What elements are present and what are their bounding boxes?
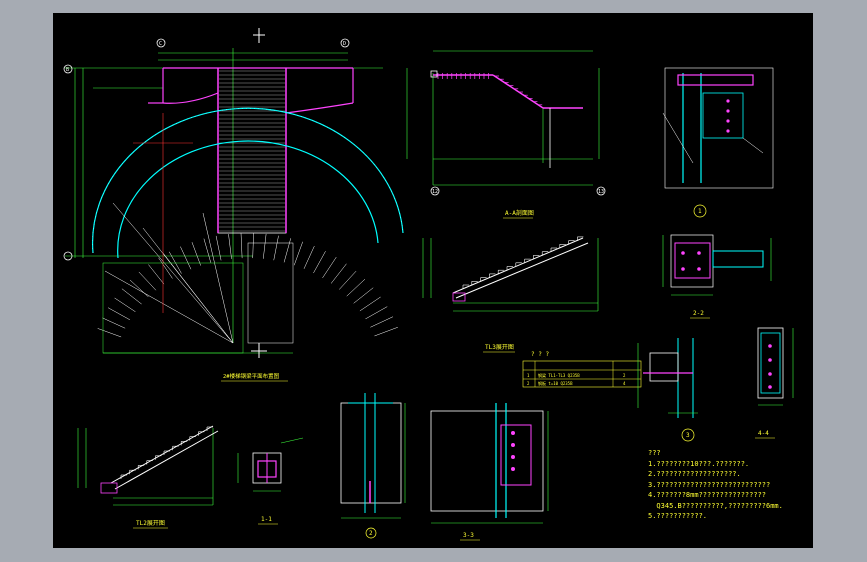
section-4-4: 4-4 bbox=[755, 327, 794, 439]
tl2-title: TL2展开图 bbox=[136, 520, 165, 527]
axis-bubble-d: D bbox=[343, 41, 346, 47]
detail-2-label: 2 bbox=[369, 530, 373, 537]
section-3-3: 3-3 bbox=[430, 403, 549, 541]
table-row-2-desc: 钢板 t=10 Q235B bbox=[538, 380, 573, 386]
detail-3: 3 bbox=[637, 338, 698, 442]
notes-line-4: 4.???????8mm???????????????? bbox=[648, 491, 767, 499]
section-2-2-title: 2-2 bbox=[693, 310, 704, 317]
detail-1-label: 1 bbox=[698, 208, 702, 215]
material-table: ? ? ? 1 钢梁 TL1-TL3 Q235B 2 2 钢板 t=10 Q23… bbox=[522, 351, 642, 388]
notes-line-6: 5.???????????. bbox=[648, 512, 708, 520]
axis-bubble-c: C bbox=[159, 41, 162, 47]
stair-plan: C D B bbox=[63, 28, 404, 382]
table-row-1-qty: 2 bbox=[623, 373, 626, 378]
cad-drawing: C D B bbox=[63, 28, 794, 541]
table-row-1-no: 1 bbox=[527, 373, 530, 378]
section-4-4-title: 4-4 bbox=[758, 430, 769, 437]
detail-1: 1 bbox=[662, 67, 774, 218]
section-2-2: 2-2 bbox=[662, 234, 772, 319]
section-1-1-title: 1-1 bbox=[261, 516, 272, 523]
tl2-elevation: TL2展开图 bbox=[77, 425, 219, 529]
notes-line-5: Q345.B??????????,?????????6mm. bbox=[648, 501, 783, 510]
drawing-canvas: C D B bbox=[53, 13, 813, 548]
section-1-1: 1-1 bbox=[237, 437, 304, 525]
axis-bubble-b: B bbox=[66, 67, 69, 73]
table-row-2-no: 2 bbox=[527, 381, 530, 386]
section-a-a: 12 13 A-A剖面图 bbox=[406, 50, 606, 219]
table-header: ? ? ? bbox=[531, 351, 549, 358]
tl3-elevation: TL3展开图 bbox=[422, 236, 599, 353]
general-notes: ??? 1.????????10???.???????. 2.?????????… bbox=[648, 448, 783, 522]
section-a-a-title: A-A剖面图 bbox=[505, 209, 534, 217]
detail-3-label: 3 bbox=[686, 432, 690, 439]
axis-bubble-12: 12 bbox=[432, 189, 438, 195]
plan-title: 2#楼梯钢梁平面布置图 bbox=[223, 372, 280, 380]
table-row-2-qty: 4 bbox=[623, 381, 626, 386]
notes-line-3: 3.??????????????????????????? bbox=[648, 480, 771, 489]
tl3-title: TL3展开图 bbox=[485, 344, 514, 351]
section-3-3-title: 3-3 bbox=[463, 532, 474, 539]
notes-line-2: 2.???????????????????. bbox=[648, 470, 741, 478]
detail-2: 2 bbox=[340, 393, 406, 539]
notes-line-1: 1.????????10???.???????. bbox=[648, 459, 750, 468]
notes-heading: ??? bbox=[648, 449, 661, 457]
table-row-1-desc: 钢梁 TL1-TL3 Q235B bbox=[538, 372, 580, 378]
axis-bubble-13: 13 bbox=[598, 189, 604, 195]
